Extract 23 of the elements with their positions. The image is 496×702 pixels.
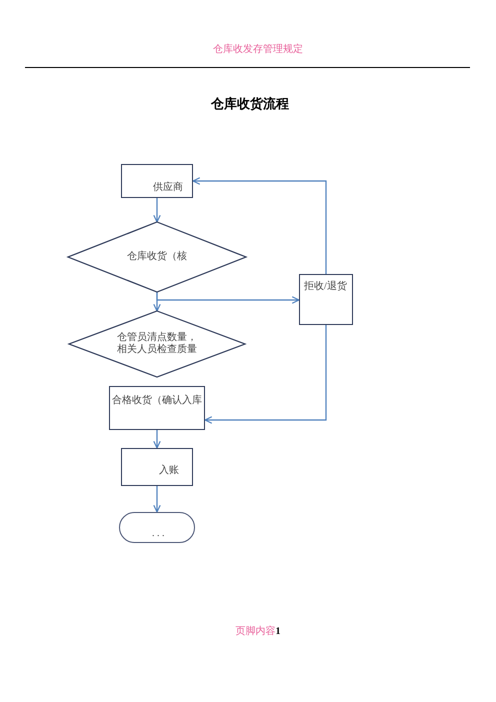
process-box: [299, 274, 353, 325]
arrow: [192, 177, 327, 274]
arrow: [204, 325, 327, 424]
arrow: [153, 430, 161, 449]
process-box: [109, 386, 205, 430]
terminal-label: . . .: [152, 528, 164, 540]
arrow: [153, 198, 161, 223]
step-label: 合格收货（确认入库: [112, 395, 202, 407]
step-label: 供应商: [153, 182, 183, 194]
decision-diamond: [68, 222, 246, 292]
step-label: 入账: [159, 465, 179, 477]
arrow: [156, 292, 300, 304]
decision-label: 仓管员清点数量，相关人员检查质量: [116, 332, 198, 356]
diagram-title: 仓库收货流程: [211, 96, 289, 112]
process-box: [121, 448, 193, 486]
header-text: 仓库收发存管理规定: [213, 44, 303, 56]
arrow: [153, 486, 161, 513]
decision-diamond: [69, 311, 245, 377]
terminal-shape: [119, 512, 195, 543]
step-label: 拒收/退货: [304, 281, 347, 293]
decision-label: 仓库收货（核: [127, 251, 187, 263]
process-box: [121, 164, 193, 198]
footer-text: 页脚内容1: [236, 626, 280, 638]
